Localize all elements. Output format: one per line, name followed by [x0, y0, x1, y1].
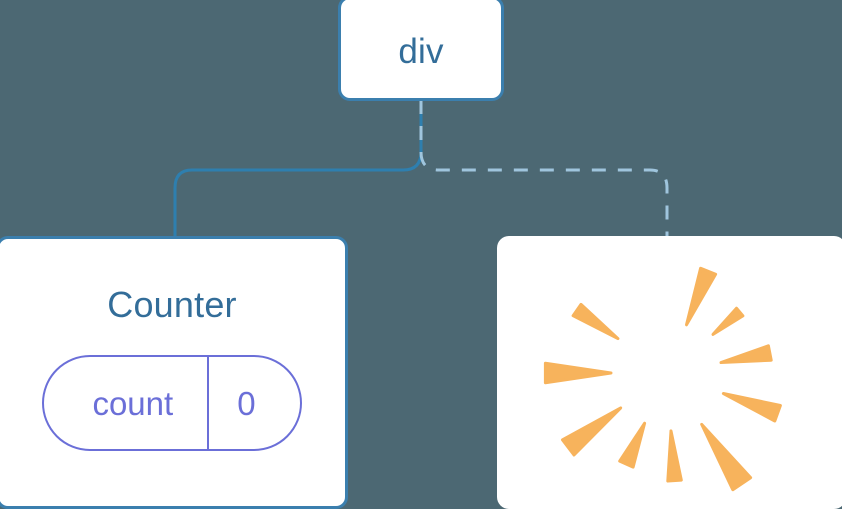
- edge-root-to-counter: [173, 100, 423, 238]
- node-counter[interactable]: Counter count 0: [0, 236, 348, 509]
- node-render-burst[interactable]: [497, 236, 842, 509]
- burst-ray-6: [618, 421, 647, 469]
- node-counter-title: Counter: [107, 284, 237, 325]
- state-key-label: count: [92, 384, 174, 422]
- burst-ray-5: [666, 429, 683, 483]
- burst-ray-2: [719, 344, 773, 364]
- render-burst-icon: [543, 266, 782, 492]
- burst-ray-7: [561, 406, 623, 457]
- burst-ray-3: [721, 392, 782, 423]
- state-pill-divider: [207, 357, 210, 449]
- burst-ray-8: [543, 361, 613, 385]
- state-pill-count[interactable]: count 0: [42, 355, 302, 451]
- burst-ray-1: [711, 306, 745, 336]
- edge-root-to-burst: [419, 100, 669, 238]
- node-div[interactable]: div: [338, 0, 504, 101]
- burst-ray-0: [685, 266, 718, 327]
- state-value-label: 0: [237, 384, 256, 422]
- node-div-title: div: [398, 32, 444, 71]
- burst-ray-4: [700, 422, 753, 492]
- burst-ray-9: [571, 302, 620, 341]
